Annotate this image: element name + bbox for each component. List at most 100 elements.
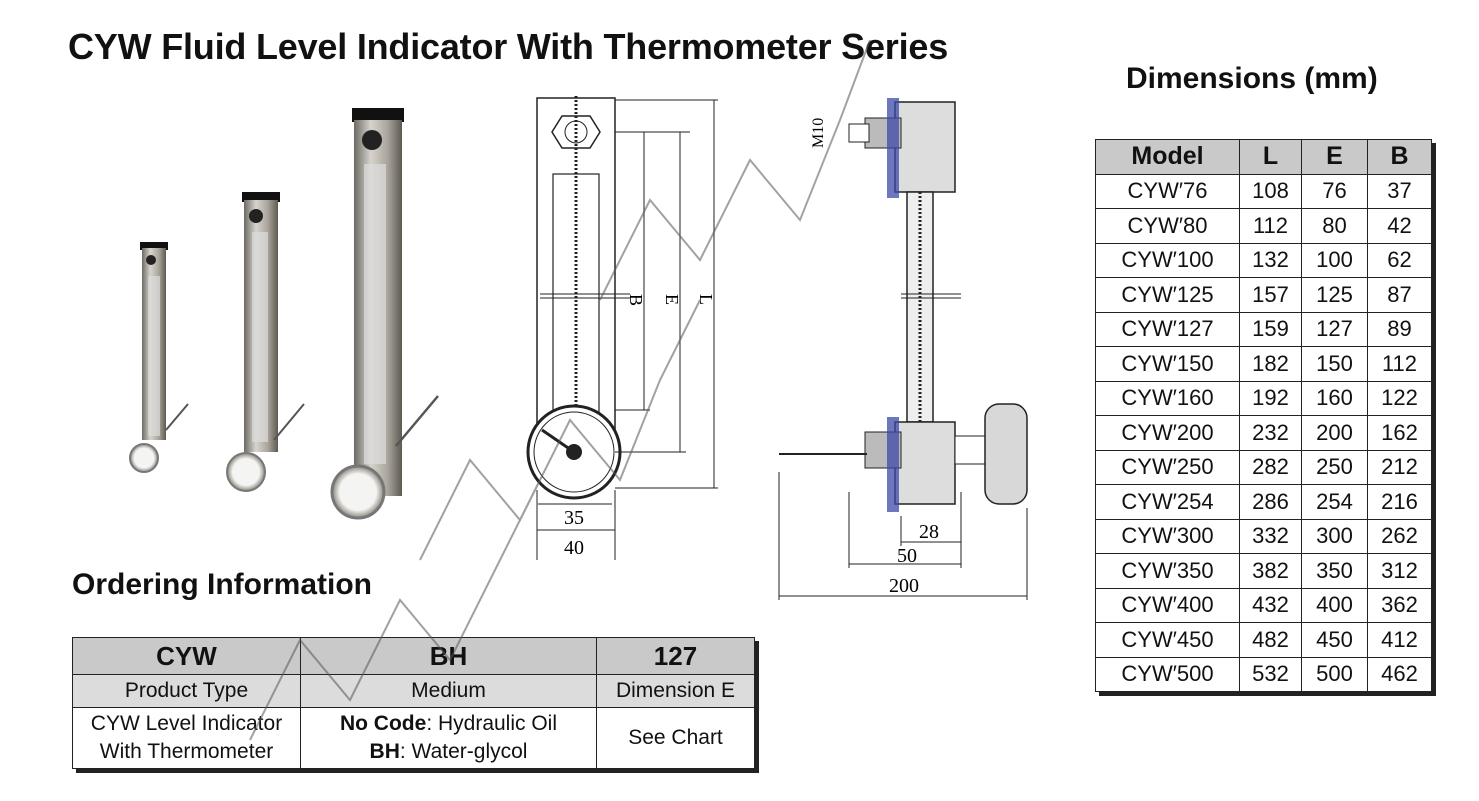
cell-E: 254 <box>1301 484 1368 520</box>
cell-B: 62 <box>1367 242 1432 278</box>
label-200: 200 <box>889 575 919 597</box>
code-medium: BH <box>300 637 597 675</box>
cell-model: CYW′350 <box>1095 553 1240 589</box>
cell-L: 432 <box>1239 587 1302 623</box>
hex-nut-top <box>551 115 601 149</box>
cell-model: CYW′450 <box>1095 622 1240 658</box>
cell-E: 150 <box>1301 346 1368 382</box>
cell-E: 450 <box>1301 622 1368 658</box>
page-title: CYW Fluid Level Indicator With Thermomet… <box>68 26 949 67</box>
label-dimension-e: Dimension E <box>596 674 755 708</box>
cell-model: CYW′200 <box>1095 415 1240 451</box>
cell-B: 462 <box>1367 656 1432 692</box>
cell-E: 160 <box>1301 380 1368 416</box>
cell-E: 125 <box>1301 277 1368 313</box>
cell-E: 80 <box>1301 208 1368 244</box>
label-medium: Medium <box>300 674 597 708</box>
cell-E: 400 <box>1301 587 1368 623</box>
dimensions-title: Dimensions (mm) <box>1126 62 1378 95</box>
ordering-desc-row: CYW Level Indicator With Thermometer No … <box>72 707 755 769</box>
cell-E: 250 <box>1301 449 1368 485</box>
cell-model: CYW′254 <box>1095 484 1240 520</box>
cell-L: 182 <box>1239 346 1302 382</box>
cell-L: 132 <box>1239 242 1302 278</box>
product-desc-line1: CYW Level Indicator <box>90 712 283 735</box>
cell-model: CYW′160 <box>1095 380 1240 416</box>
cell-L: 382 <box>1239 553 1302 589</box>
cell-model: CYW′150 <box>1095 346 1240 382</box>
label-40: 40 <box>564 537 584 559</box>
indicator-photo-small <box>129 242 189 473</box>
dimension-description: See Chart <box>596 707 755 769</box>
indicator-photo-medium <box>226 192 305 492</box>
cell-B: 37 <box>1367 173 1432 209</box>
cell-B: 262 <box>1367 518 1432 554</box>
header-L: L <box>1239 139 1302 175</box>
cell-B: 87 <box>1367 277 1432 313</box>
cell-E: 100 <box>1301 242 1368 278</box>
label-E: E <box>662 294 682 305</box>
product-description: CYW Level Indicator With Thermometer <box>72 707 301 769</box>
header-model: Model <box>1095 139 1240 175</box>
cell-L: 482 <box>1239 622 1302 658</box>
medium-code-bh: BH <box>369 740 400 763</box>
cell-L: 532 <box>1239 656 1302 692</box>
cell-B: 112 <box>1367 346 1432 382</box>
cell-B: 216 <box>1367 484 1432 520</box>
cell-E: 76 <box>1301 173 1368 209</box>
cell-L: 157 <box>1239 277 1302 313</box>
label-50: 50 <box>897 545 917 567</box>
product-photos <box>129 108 439 520</box>
cell-model: CYW′80 <box>1095 208 1240 244</box>
cell-L: 108 <box>1239 173 1302 209</box>
label-product-type: Product Type <box>72 674 301 708</box>
cell-B: 162 <box>1367 415 1432 451</box>
cell-model: CYW′100 <box>1095 242 1240 278</box>
cell-B: 412 <box>1367 622 1432 658</box>
cell-model: CYW′127 <box>1095 311 1240 347</box>
cell-L: 232 <box>1239 415 1302 451</box>
indicator-photo-large <box>330 108 439 520</box>
medium-code-none: No Code <box>339 712 427 735</box>
cell-B: 212 <box>1367 449 1432 485</box>
header-E: E <box>1301 139 1368 175</box>
label-M10: M10 <box>810 118 827 148</box>
cell-L: 192 <box>1239 380 1302 416</box>
code-product: CYW <box>72 637 301 675</box>
label-28: 28 <box>919 521 939 543</box>
cell-L: 159 <box>1239 311 1302 347</box>
cell-L: 286 <box>1239 484 1302 520</box>
cell-E: 127 <box>1301 311 1368 347</box>
cell-L: 332 <box>1239 518 1302 554</box>
ordering-code-row: CYW BH 127 <box>72 637 755 675</box>
cell-E: 300 <box>1301 518 1368 554</box>
cell-model: CYW′400 <box>1095 587 1240 623</box>
cell-model: CYW′500 <box>1095 656 1240 692</box>
label-L: L <box>696 294 716 305</box>
cell-B: 312 <box>1367 553 1432 589</box>
front-view-drawing: B E L 35 40 <box>526 96 718 560</box>
cell-L: 112 <box>1239 208 1302 244</box>
header-B: B <box>1367 139 1432 175</box>
cell-model: CYW′76 <box>1095 173 1240 209</box>
label-B: B <box>626 294 646 306</box>
side-view-drawing: M10 28 50 200 <box>778 98 1028 600</box>
cell-B: 122 <box>1367 380 1432 416</box>
medium-description: No Code: Hydraulic Oil BH: Water-glycol <box>300 707 597 769</box>
ordering-title: Ordering Information <box>72 568 372 601</box>
cell-E: 200 <box>1301 415 1368 451</box>
cell-L: 282 <box>1239 449 1302 485</box>
